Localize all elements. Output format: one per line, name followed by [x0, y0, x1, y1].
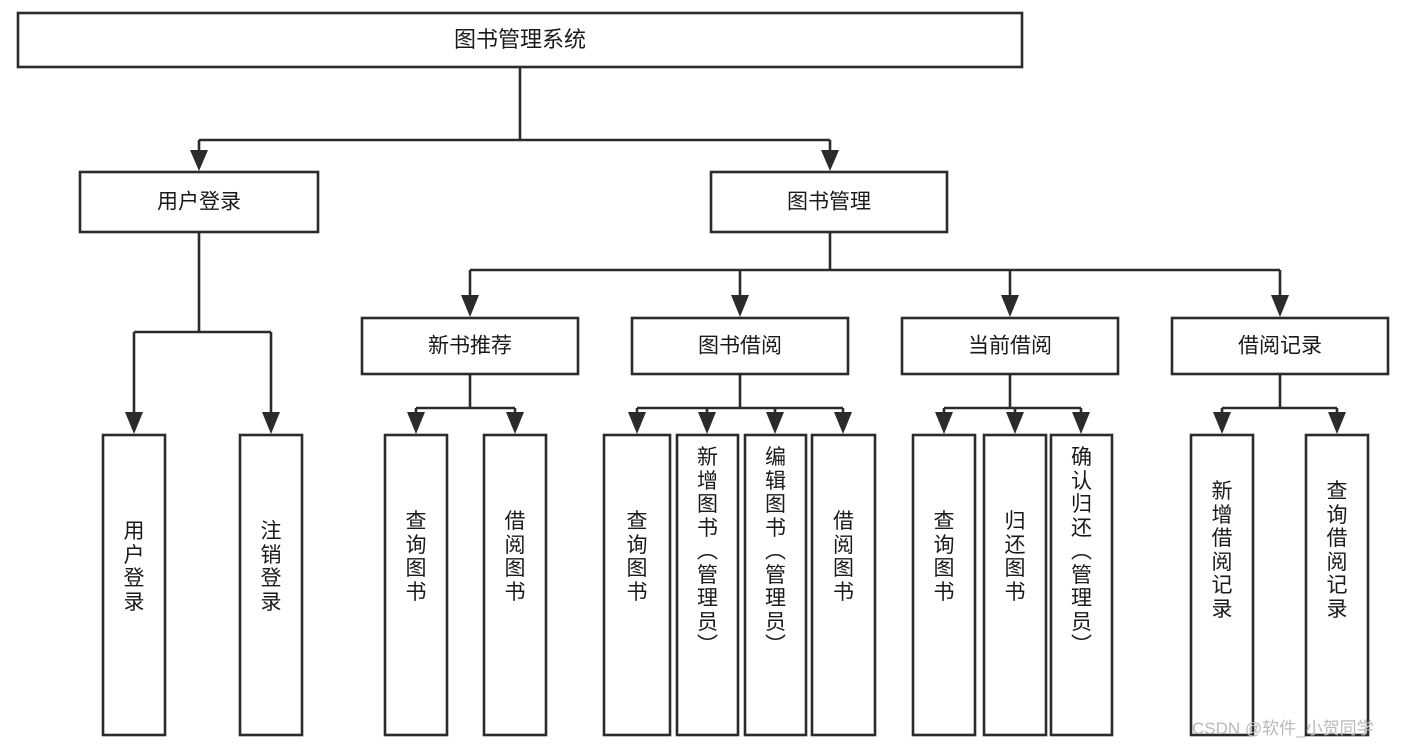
node-user-login-label: 用户登录	[157, 191, 241, 214]
watermark-text: CSDN @软件_小贺同学	[1192, 719, 1374, 738]
arrow-records-leaf-1	[1213, 412, 1231, 434]
node-new-book-recommend[interactable]: 新书推荐	[360, 316, 580, 376]
node-root-label: 图书管理系统	[454, 27, 586, 52]
arrow-newbook-leaf-1	[407, 412, 425, 434]
node-current-borrow[interactable]: 当前借阅	[900, 316, 1120, 376]
leaf-box-layer	[101, 433, 1370, 737]
node-root-box[interactable]	[16, 11, 1024, 69]
node-borrow-records-label: 借阅记录	[1238, 335, 1322, 358]
leaf-box-add-borrow-record[interactable]	[1189, 433, 1255, 737]
arrow-bookmgmt-to-new-book	[461, 295, 479, 317]
arrow-borrow-leaf-2	[698, 412, 716, 434]
node-book-management[interactable]: 图书管理	[709, 170, 949, 234]
arrow-userlogin-leaf-2	[262, 412, 280, 434]
arrow-root-to-book-mgmt	[821, 150, 839, 171]
arrow-borrow-leaf-4	[834, 412, 852, 434]
node-borrow-records[interactable]: 借阅记录	[1170, 316, 1390, 376]
node-new-book-recommend-label: 新书推荐	[428, 335, 512, 358]
arrow-newbook-leaf-2	[506, 412, 524, 434]
node-user-login-box[interactable]	[78, 170, 320, 234]
node-book-management-label: 图书管理	[787, 191, 871, 214]
leaf-box-borrow-book-newbook[interactable]	[482, 433, 548, 737]
node-borrow-records-box[interactable]	[1170, 316, 1390, 376]
arrow-borrow-leaf-1	[628, 412, 646, 434]
arrow-current-leaf-1	[935, 412, 953, 434]
leaf-box-borrow-book[interactable]	[810, 433, 877, 737]
arrow-bookmgmt-to-borrow	[731, 295, 749, 317]
node-book-management-box[interactable]	[709, 170, 949, 234]
node-book-borrow-box[interactable]	[630, 316, 850, 376]
leaf-box-query-borrow-record[interactable]	[1304, 433, 1370, 737]
node-root[interactable]: 图书管理系统	[16, 11, 1024, 69]
leaf-box-confirm-return-admin[interactable]	[1049, 433, 1114, 737]
leaf-box-edit-book-admin[interactable]	[743, 433, 808, 737]
leaf-box-query-book-current[interactable]	[911, 433, 977, 737]
leaf-box-logout[interactable]	[238, 433, 304, 737]
arrow-current-leaf-2	[1006, 412, 1024, 434]
arrow-records-leaf-2	[1328, 412, 1346, 434]
arrow-current-leaf-3	[1072, 412, 1090, 434]
leaf-box-query-book-newbook[interactable]	[383, 433, 449, 737]
arrow-bookmgmt-to-current	[1001, 295, 1019, 317]
node-current-borrow-box[interactable]	[900, 316, 1120, 376]
connector-layer	[125, 67, 1346, 434]
node-book-borrow-label: 图书借阅	[698, 335, 782, 358]
node-book-borrow[interactable]: 图书借阅	[630, 316, 850, 376]
node-current-borrow-label: 当前借阅	[968, 335, 1052, 358]
leaf-box-return-book[interactable]	[982, 433, 1048, 737]
leaf-box-user-login[interactable]	[101, 433, 167, 737]
arrow-borrow-leaf-3	[766, 412, 784, 434]
node-new-book-recommend-box[interactable]	[360, 316, 580, 376]
node-user-login[interactable]: 用户登录	[78, 170, 320, 234]
arrow-userlogin-leaf-1	[125, 412, 143, 434]
arrow-root-to-user-login	[190, 150, 208, 171]
leaf-box-query-book-borrow[interactable]	[602, 433, 672, 737]
arrow-bookmgmt-to-records	[1271, 295, 1289, 317]
leaf-box-add-book-admin[interactable]	[675, 433, 740, 737]
